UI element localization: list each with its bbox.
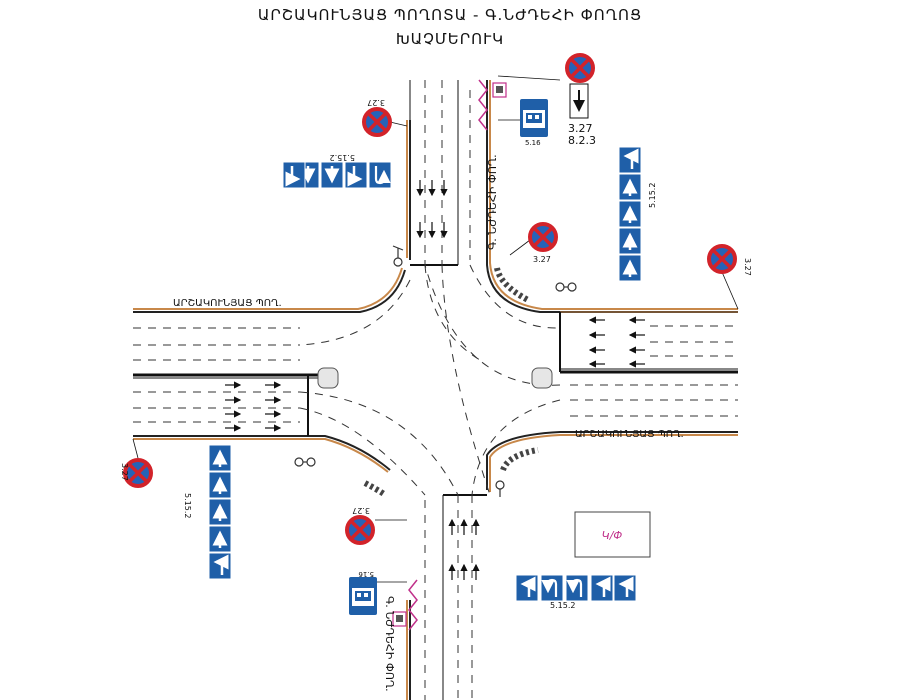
- sign-code-327: 3.27: [120, 463, 129, 481]
- street-name-west: ԱՐՇԱԿՈՒՆՅԱՑ ՊՈՂ.: [173, 298, 282, 309]
- sign-code-5152: 5.15.2: [648, 183, 657, 208]
- sign-code-516: 5.16: [358, 570, 374, 578]
- no-stopping-sign: [345, 515, 375, 545]
- sign-code-327: 3.27: [352, 506, 370, 515]
- bus-shelter-icon: [392, 82, 507, 627]
- parking-box: [574, 511, 651, 558]
- bus-stop-sign: [520, 99, 548, 137]
- sign-code-5152: 5.15.2: [550, 601, 575, 610]
- lane-sign-group-nw: [283, 162, 391, 188]
- sign-code-327: 3.27: [743, 258, 752, 276]
- street-name-south: Գ. ՆԺԴԵՀԻ ՓՈՂ.: [383, 596, 396, 692]
- pedestrian-arcs: [363, 267, 539, 497]
- no-stopping-sign: [565, 53, 595, 83]
- sign-code-327: 3.27: [367, 98, 385, 107]
- lane-dashes: [133, 80, 738, 700]
- plate-sign: [569, 83, 589, 119]
- sign-code-823: 8.2.3: [568, 134, 596, 147]
- street-name-north: Գ. ՆԺԴԵՀԻ ՓՈՂ.: [486, 154, 499, 250]
- traffic-lights: [294, 245, 577, 497]
- lane-sign-group-se: [516, 575, 636, 601]
- no-stopping-sign: [362, 107, 392, 137]
- crosswalks: [317, 367, 553, 389]
- street-name-east: ԱՐՇԱԿՈՒՆՅԱՑ ՊՈՂ.: [575, 429, 684, 440]
- no-stopping-sign: [707, 244, 737, 274]
- sign-code-5152: 5.15.2: [183, 493, 192, 518]
- sign-code-327: 3.27: [568, 122, 593, 135]
- sign-code-516: 5.16: [525, 139, 541, 147]
- bus-stop-sign: [349, 577, 377, 615]
- road-edges: [133, 80, 738, 700]
- median-lines: [133, 80, 738, 700]
- sign-code-5152: 5.15.2: [330, 153, 355, 162]
- no-stopping-sign: [528, 222, 558, 252]
- lane-arrows-north: [225, 180, 645, 580]
- lane-sign-group-ne: [619, 147, 641, 281]
- sign-code-327: 3.27: [533, 255, 551, 264]
- diagram-title-line1: ԱՐՇԱԿՈՒՆՅԱՑ ՊՈՂՈՏԱ - Գ.ՆԺԴԵՀԻ ՓՈՂՈՑ: [257, 6, 643, 24]
- diagram-title-line2: ԽԱՉՄԵՐՈՒԿ: [395, 30, 505, 48]
- bus-stop-zigzags: [408, 79, 488, 631]
- parking-box-label: Կ/Փ: [602, 529, 623, 542]
- lane-sign-group-w: [209, 445, 231, 579]
- curb-lines: [133, 80, 738, 700]
- sign-leaders: [132, 75, 739, 583]
